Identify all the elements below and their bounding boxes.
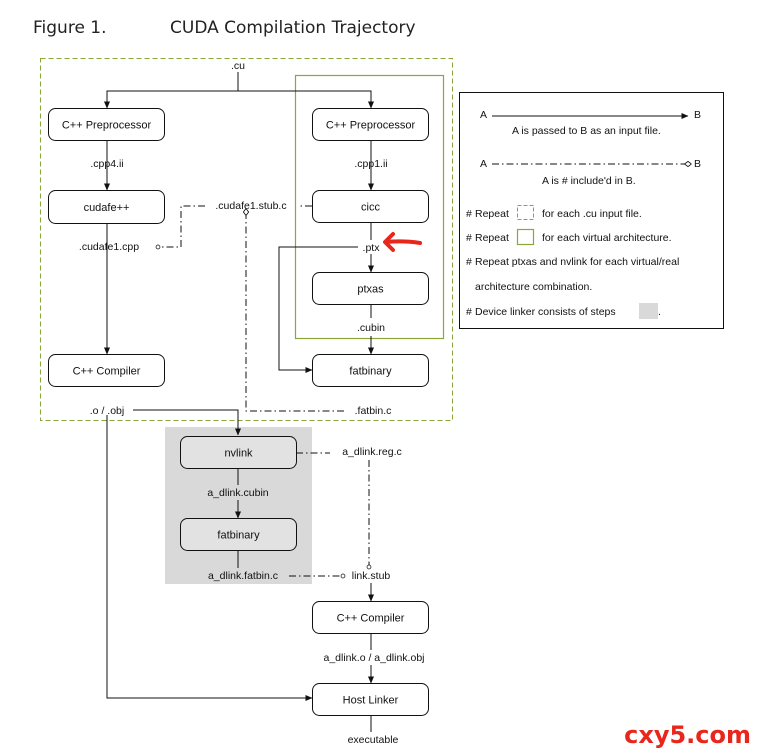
legend: A B A is passed to B as an input file. A… bbox=[459, 92, 724, 329]
svg-text:nvlink: nvlink bbox=[224, 448, 253, 460]
legend-input-desc: A is passed to B as an input file. bbox=[512, 125, 661, 137]
node-cudafe: cudafe++ bbox=[48, 190, 165, 224]
svg-text:ptxas: ptxas bbox=[357, 284, 384, 296]
svg-text:C++ Preprocessor: C++ Preprocessor bbox=[326, 120, 416, 132]
legend-repeat-ptxas-1: Repeat ptxas and nvlink for each virtual… bbox=[475, 256, 679, 268]
legend-repeat-cu: for each .cu input file. bbox=[542, 208, 642, 220]
figure-title: CUDA Compilation Trajectory bbox=[170, 18, 416, 38]
node-cpp-compiler-link: C++ Compiler bbox=[312, 601, 429, 634]
repeat-per-arch-region bbox=[294, 74, 445, 340]
svg-text:C++ Compiler: C++ Compiler bbox=[337, 613, 405, 625]
legend-solid-swatch bbox=[516, 228, 535, 246]
node-fatbinary-main: fatbinary bbox=[312, 354, 429, 387]
repeat-per-cu-region bbox=[40, 58, 453, 421]
node-ptxas: ptxas bbox=[312, 272, 429, 305]
legend-repeat-2: Repeat bbox=[475, 232, 509, 244]
file-link-stub: link.stub bbox=[352, 570, 391, 582]
legend-input-a: A bbox=[480, 109, 487, 121]
file-executable: executable bbox=[348, 734, 399, 746]
file-fatbin-c: .fatbin.c bbox=[355, 405, 392, 417]
include-edges bbox=[155, 205, 372, 579]
file-cpp1-ii: .cpp1.ii bbox=[354, 158, 387, 170]
figure-number: Figure 1. bbox=[33, 18, 107, 38]
node-host-linker: Host Linker bbox=[312, 683, 429, 716]
input-edges bbox=[103, 72, 375, 732]
file-a-dlink-fatbin-c: a_dlink.fatbin.c bbox=[208, 570, 278, 582]
legend-hash-1: # bbox=[466, 208, 472, 220]
file-a-dlink-cubin: a_dlink.cubin bbox=[207, 487, 268, 499]
legend-hash-2: # bbox=[466, 232, 472, 244]
svg-text:C++ Preprocessor: C++ Preprocessor bbox=[62, 120, 152, 132]
watermark-text: cxy5.com bbox=[624, 721, 751, 749]
legend-include-desc: A is # include'd in B. bbox=[542, 175, 636, 187]
legend-repeat-1: Repeat bbox=[475, 208, 509, 220]
legend-hash-4: # bbox=[466, 306, 472, 318]
svg-text:fatbinary: fatbinary bbox=[217, 530, 260, 542]
file-cu: .cu bbox=[231, 60, 245, 72]
legend-period: . bbox=[658, 306, 661, 318]
legend-repeat-ptxas-2: architecture combination. bbox=[475, 281, 592, 293]
legend-include-b: B bbox=[694, 158, 701, 170]
legend-dashed-swatch bbox=[517, 205, 534, 220]
svg-text:fatbinary: fatbinary bbox=[349, 366, 392, 378]
svg-text:C++ Compiler: C++ Compiler bbox=[73, 366, 141, 378]
node-cicc: cicc bbox=[312, 190, 429, 223]
node-cpp-preprocessor-device: C++ Preprocessor bbox=[312, 108, 429, 141]
file-cudafe1-stub-c: .cudafe1.stub.c bbox=[215, 200, 286, 212]
file-cpp4-ii: .cpp4.ii bbox=[90, 158, 123, 170]
file-o-obj: .o / .obj bbox=[90, 405, 124, 417]
file-a-dlink-reg-c: a_dlink.reg.c bbox=[342, 446, 402, 458]
file-a-dlink-o: a_dlink.o / a_dlink.obj bbox=[324, 652, 425, 664]
file-cubin: .cubin bbox=[357, 322, 385, 334]
legend-device-linker: Device linker consists of steps bbox=[475, 306, 616, 318]
svg-text:cicc: cicc bbox=[361, 202, 380, 214]
svg-text:cudafe++: cudafe++ bbox=[84, 202, 130, 214]
file-cudafe1-cpp: .cudafe1.cpp bbox=[79, 241, 139, 253]
node-cpp-compiler-host: C++ Compiler bbox=[48, 354, 165, 387]
file-ptx: .ptx bbox=[363, 242, 381, 254]
node-fatbinary-link: fatbinary bbox=[180, 518, 297, 551]
svg-text:Host Linker: Host Linker bbox=[343, 695, 399, 707]
node-nvlink: nvlink bbox=[180, 436, 297, 469]
legend-include-a: A bbox=[480, 158, 487, 170]
annotation-arrow-icon bbox=[383, 232, 422, 252]
legend-hash-3: # bbox=[466, 256, 472, 268]
node-cpp-preprocessor-host: C++ Preprocessor bbox=[48, 108, 165, 141]
legend-input-b: B bbox=[694, 109, 701, 121]
legend-gray-swatch bbox=[639, 303, 658, 319]
legend-repeat-arch: for each virtual architecture. bbox=[542, 232, 672, 244]
